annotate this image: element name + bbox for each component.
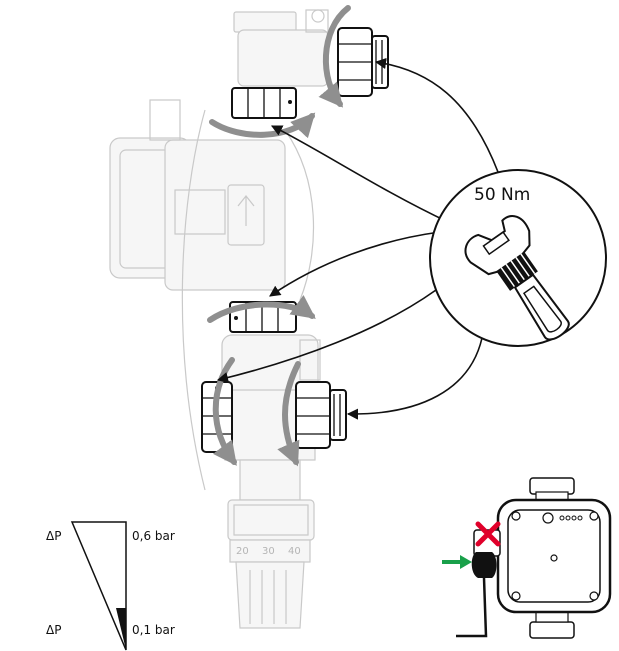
rotation-arcs [207, 5, 351, 467]
pump-head-inset [456, 477, 612, 639]
pump-assembly-ghost [109, 9, 329, 629]
thermostat-scale-20: 20 [236, 546, 249, 557]
torque-label: 50 Nm [474, 185, 530, 205]
pressure-value-top: 0,6 bar [132, 529, 175, 543]
pressure-wedge [70, 521, 127, 651]
pressure-value-bottom: 0,1 bar [132, 623, 175, 637]
arrow-right-icon [442, 555, 472, 569]
nut-right [295, 381, 347, 449]
thermostat-scale-30: 30 [262, 546, 275, 557]
leader-lines [216, 57, 499, 420]
forbidden-x-icon [475, 521, 501, 547]
delta-p-bottom: ΔP [46, 623, 61, 637]
nut-upper-union [231, 87, 297, 119]
wrench-icon [464, 215, 570, 341]
thermostat-scale-40: 40 [288, 546, 301, 557]
delta-p-top: ΔP [46, 529, 61, 543]
